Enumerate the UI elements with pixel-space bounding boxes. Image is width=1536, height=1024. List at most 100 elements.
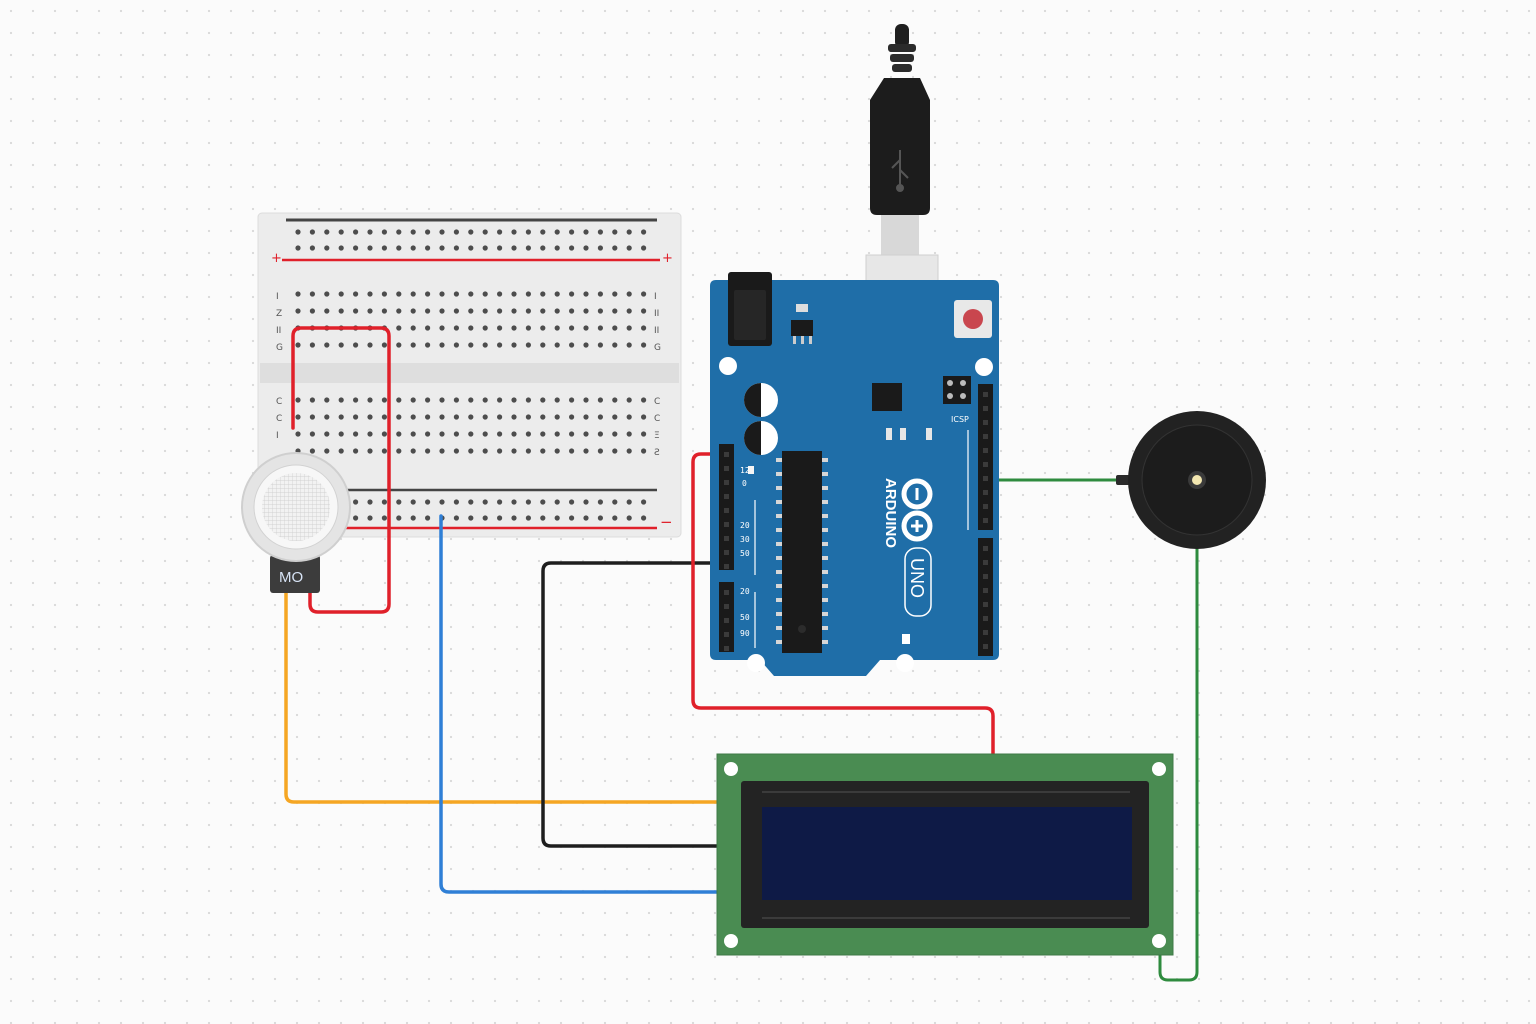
breadboard-hole[interactable] — [612, 397, 618, 403]
breadboard-hole[interactable] — [453, 499, 459, 505]
breadboard-hole[interactable] — [353, 431, 359, 437]
breadboard-hole[interactable] — [540, 448, 546, 454]
breadboard-hole[interactable] — [482, 414, 488, 420]
breadboard-hole[interactable] — [309, 308, 315, 314]
breadboard-hole[interactable] — [525, 229, 532, 235]
breadboard-hole[interactable] — [569, 515, 575, 521]
breadboard-hole[interactable] — [439, 229, 445, 235]
breadboard-hole[interactable] — [338, 291, 344, 297]
breadboard-hole[interactable] — [511, 342, 517, 348]
breadboard-hole[interactable] — [612, 414, 618, 420]
breadboard-hole[interactable] — [367, 245, 373, 251]
breadboard-hole[interactable] — [525, 515, 532, 521]
breadboard-hole[interactable] — [295, 431, 301, 437]
breadboard-hole[interactable] — [338, 431, 344, 437]
breadboard-hole[interactable] — [569, 397, 575, 403]
breadboard-hole[interactable] — [641, 397, 647, 403]
breadboard-hole[interactable] — [569, 499, 575, 505]
breadboard-hole[interactable] — [425, 499, 431, 505]
breadboard-hole[interactable] — [324, 229, 330, 235]
breadboard-hole[interactable] — [410, 229, 416, 235]
breadboard-hole[interactable] — [367, 397, 373, 403]
breadboard-hole[interactable] — [425, 342, 431, 348]
breadboard-hole[interactable] — [482, 342, 488, 348]
breadboard-hole[interactable] — [540, 229, 546, 235]
breadboard-hole[interactable] — [497, 342, 503, 348]
breadboard-hole[interactable] — [453, 229, 459, 235]
wire-red-sensor[interactable] — [291, 326, 391, 614]
breadboard-hole[interactable] — [425, 515, 431, 521]
breadboard-hole[interactable] — [554, 414, 560, 420]
breadboard-hole[interactable] — [482, 499, 488, 505]
breadboard-hole[interactable] — [511, 245, 517, 251]
breadboard-hole[interactable] — [338, 308, 344, 314]
breadboard-hole[interactable] — [583, 245, 589, 251]
breadboard-hole[interactable] — [396, 448, 402, 454]
breadboard-hole[interactable] — [381, 245, 387, 251]
breadboard-hole[interactable] — [338, 245, 344, 251]
breadboard-hole[interactable] — [626, 448, 632, 454]
breadboard-hole[interactable] — [468, 397, 474, 403]
breadboard-hole[interactable] — [381, 448, 387, 454]
breadboard-hole[interactable] — [482, 397, 488, 403]
breadboard-hole[interactable] — [468, 325, 474, 331]
breadboard-hole[interactable] — [338, 414, 344, 420]
breadboard-hole[interactable] — [410, 342, 416, 348]
breadboard-hole[interactable] — [453, 308, 459, 314]
breadboard-hole[interactable] — [410, 308, 416, 314]
breadboard-hole[interactable] — [497, 325, 503, 331]
breadboard-hole[interactable] — [295, 308, 301, 314]
breadboard-hole[interactable] — [569, 448, 575, 454]
wire-black-gnd-lcd[interactable] — [541, 561, 737, 848]
breadboard-hole[interactable] — [381, 431, 387, 437]
breadboard-hole[interactable] — [468, 448, 474, 454]
breadboard-hole[interactable] — [439, 245, 445, 251]
breadboard-hole[interactable] — [540, 431, 546, 437]
breadboard-hole[interactable] — [554, 499, 560, 505]
breadboard-hole[interactable] — [597, 448, 604, 454]
breadboard-hole[interactable] — [482, 325, 488, 331]
breadboard-hole[interactable] — [468, 414, 474, 420]
wire-red-5v-lcd[interactable] — [691, 452, 995, 777]
breadboard-hole[interactable] — [324, 342, 330, 348]
breadboard-hole[interactable] — [396, 291, 402, 297]
breadboard-hole[interactable] — [468, 229, 474, 235]
breadboard-hole[interactable] — [453, 414, 459, 420]
breadboard-hole[interactable] — [410, 515, 416, 521]
breadboard-hole[interactable] — [497, 245, 503, 251]
breadboard-hole[interactable] — [641, 291, 647, 297]
digital-header-top[interactable] — [978, 384, 993, 530]
breadboard-hole[interactable] — [439, 291, 445, 297]
breadboard-hole[interactable] — [396, 414, 402, 420]
breadboard-hole[interactable] — [641, 245, 647, 251]
breadboard-hole[interactable] — [641, 515, 647, 521]
breadboard-hole[interactable] — [425, 414, 431, 420]
breadboard-hole[interactable] — [468, 308, 474, 314]
breadboard-hole[interactable] — [439, 448, 445, 454]
breadboard-hole[interactable] — [554, 397, 560, 403]
breadboard-hole[interactable] — [597, 515, 604, 521]
wire-green-buzzer-lcd[interactable] — [1158, 546, 1199, 982]
breadboard-hole[interactable] — [439, 308, 445, 314]
breadboard-hole[interactable] — [497, 448, 503, 454]
wire-blue-breadboard-lcd[interactable] — [439, 514, 737, 894]
analog-header[interactable] — [719, 582, 734, 652]
piezo-buzzer[interactable] — [1116, 411, 1266, 549]
breadboard-hole[interactable] — [324, 414, 330, 420]
breadboard-hole[interactable] — [453, 515, 459, 521]
breadboard-hole[interactable] — [425, 325, 431, 331]
breadboard-hole[interactable] — [540, 308, 546, 314]
breadboard-hole[interactable] — [367, 499, 373, 505]
breadboard-hole[interactable] — [468, 342, 474, 348]
breadboard-hole[interactable] — [309, 397, 315, 403]
breadboard-hole[interactable] — [583, 414, 589, 420]
arduino-uno-board[interactable]: ICSP 12 0 20 30 50 20 50 90 — [710, 272, 999, 676]
breadboard-hole[interactable] — [597, 308, 604, 314]
breadboard-hole[interactable] — [381, 397, 387, 403]
breadboard-hole[interactable] — [554, 245, 560, 251]
breadboard-hole[interactable] — [641, 308, 647, 314]
breadboard-hole[interactable] — [309, 431, 315, 437]
breadboard-hole[interactable] — [540, 499, 546, 505]
breadboard-hole[interactable] — [525, 397, 532, 403]
breadboard-hole[interactable] — [525, 245, 532, 251]
